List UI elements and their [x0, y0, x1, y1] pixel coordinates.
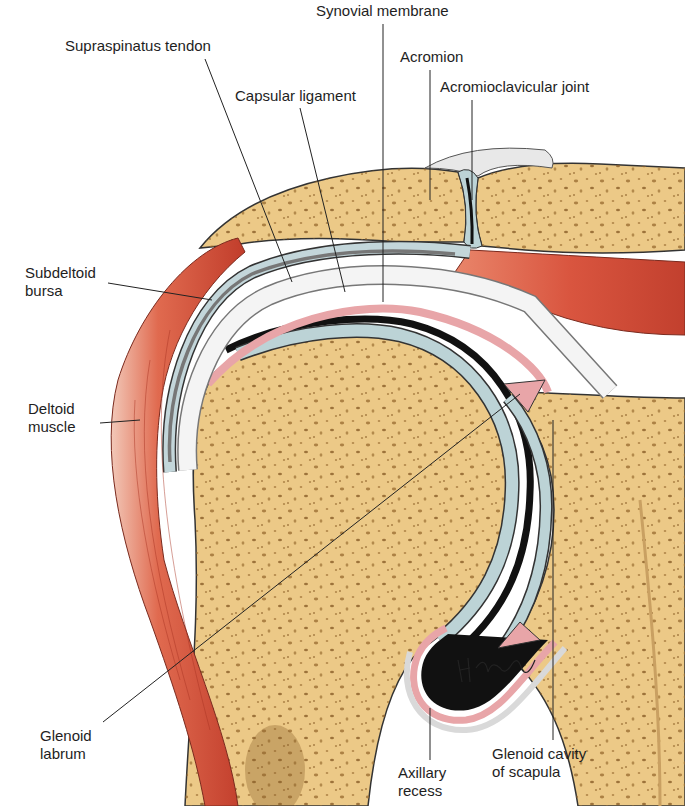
axillary-ligament [407, 648, 565, 730]
acromion [200, 168, 466, 248]
leader-line [430, 708, 431, 760]
humerus [185, 329, 512, 806]
artist-signature [458, 658, 535, 682]
leader-line [300, 108, 345, 292]
acromion-texture [200, 168, 466, 248]
part-label: Glenoid labrum [40, 727, 110, 763]
glenoid-cartilage [504, 398, 546, 646]
leader-lines [100, 24, 553, 760]
scapula-texture [505, 392, 685, 806]
part-label: Acromioclavicular joint [440, 78, 589, 96]
leader-line [472, 100, 473, 200]
leader-line [383, 24, 384, 302]
deltoid-fibres [134, 330, 210, 730]
tendon-outline [187, 275, 610, 470]
part-label: Deltoid muscle [28, 400, 98, 436]
scapula [505, 392, 685, 806]
ac-cartilage [458, 170, 482, 249]
axillary-capsule [414, 628, 555, 720]
humerus-texture [185, 329, 512, 806]
medullary-cavity [245, 725, 305, 806]
glenoid-cartilage-outline [504, 398, 546, 646]
acromion-bone [200, 168, 466, 248]
part-label: Axillary recess [398, 764, 466, 800]
leader-line [103, 394, 520, 722]
labrum-bottom [498, 622, 540, 648]
clavicle [476, 163, 685, 253]
deltoid-muscle [111, 238, 245, 806]
ac-joint [425, 148, 553, 248]
leader-line [430, 70, 431, 200]
joint-capsule [208, 309, 548, 392]
part-label: Glenoid cavity of scapula [492, 745, 600, 781]
head-cartilage [238, 331, 512, 640]
supraspinatus-tendon [187, 275, 610, 470]
leader-line [553, 420, 554, 740]
part-label: Acromion [400, 48, 463, 66]
scapula-bone [505, 392, 685, 806]
humerus-bone [185, 329, 512, 806]
part-label: Subdeltoid bursa [25, 264, 105, 300]
synovial-cavity [226, 319, 530, 656]
leader-line [100, 420, 140, 423]
clavicle-texture [476, 163, 685, 253]
ac-capsule [425, 148, 553, 176]
head-cartilage-outline [238, 331, 512, 640]
part-label: Capsular ligament [235, 87, 356, 105]
part-label: Synovial membrane [316, 2, 449, 20]
part-label: Supraspinatus tendon [65, 37, 211, 55]
labrum-top [504, 380, 545, 412]
ac-cavity [467, 178, 472, 244]
clavicle-bone [476, 163, 685, 253]
leader-line [108, 283, 212, 300]
scapula-edge [640, 500, 660, 806]
